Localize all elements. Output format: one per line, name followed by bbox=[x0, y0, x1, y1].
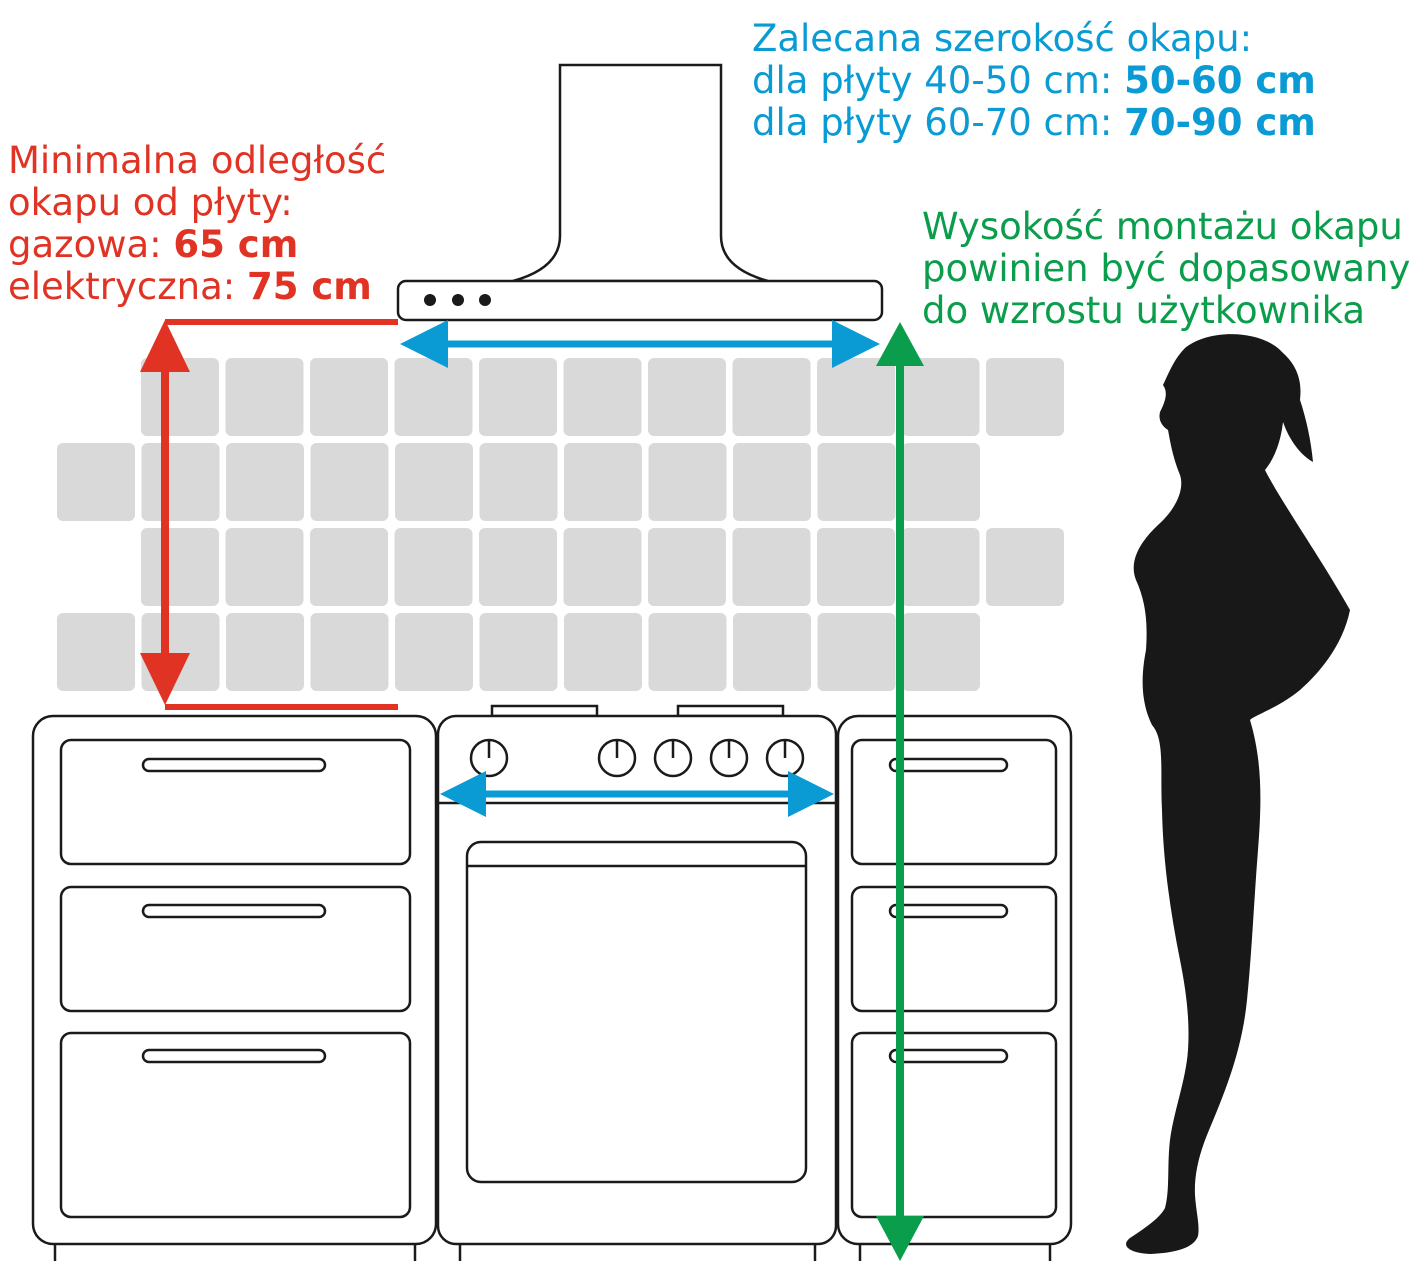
wall-tile bbox=[817, 613, 896, 691]
wall-tile bbox=[986, 358, 1064, 436]
wall-tile bbox=[395, 613, 473, 691]
wall-tile bbox=[394, 358, 473, 436]
wall-tile bbox=[563, 358, 642, 436]
hood-width-label: Zalecana szerokość okapu: dla płyty 40-5… bbox=[752, 18, 1316, 144]
wall-tile bbox=[648, 358, 726, 436]
drawer-handle bbox=[888, 757, 1009, 773]
large-hob-label: dla płyty 60-70 cm: bbox=[752, 101, 1125, 144]
wall-tile bbox=[479, 358, 557, 436]
wall-tile bbox=[141, 443, 220, 521]
wall-tile bbox=[226, 613, 304, 691]
hood-chimney bbox=[512, 63, 769, 283]
wall-tile bbox=[901, 528, 980, 606]
wall-tile bbox=[141, 528, 219, 606]
wall-tile bbox=[817, 358, 895, 436]
drawer-handle bbox=[141, 903, 327, 919]
arrow-up-icon bbox=[140, 320, 190, 372]
hood-distance-indicator bbox=[140, 319, 398, 710]
wall-tile bbox=[732, 358, 811, 436]
drawer-handle bbox=[141, 757, 327, 773]
pot-support bbox=[676, 704, 785, 718]
kitchen-cabinets bbox=[31, 704, 1073, 1261]
drawer-handle bbox=[141, 1048, 327, 1064]
wall-tile bbox=[902, 613, 980, 691]
drawer-handle bbox=[888, 1048, 1009, 1064]
wall-tile bbox=[479, 613, 558, 691]
wall-tile bbox=[395, 443, 473, 521]
arrow-right-icon bbox=[788, 771, 834, 817]
gas-row: gazowa: 65 cm bbox=[8, 224, 386, 266]
hood-distance-label: Minimalna odległość okapu od płyty: gazo… bbox=[8, 140, 386, 308]
hood-canopy bbox=[396, 279, 884, 322]
small-hob-row: dla płyty 40-50 cm: 50-60 cm bbox=[752, 60, 1316, 102]
mount-height-label: Wysokość montażu okapu powinien być dopa… bbox=[922, 206, 1410, 332]
cabinet-drawer bbox=[59, 1031, 412, 1219]
wall-tile bbox=[225, 358, 304, 436]
electric-label: elektryczna: bbox=[8, 265, 247, 308]
arrow-down-icon bbox=[140, 653, 190, 705]
mount-height-line-2: powinien być dopasowany bbox=[922, 247, 1411, 290]
pot-support bbox=[490, 704, 599, 718]
wall-tile bbox=[733, 443, 811, 521]
wall-tile bbox=[226, 443, 304, 521]
wall-tile bbox=[57, 613, 135, 691]
oven-door bbox=[465, 840, 808, 1184]
wall-tile bbox=[648, 443, 727, 521]
wall-tile bbox=[564, 613, 642, 691]
gas-value: 65 cm bbox=[173, 223, 299, 266]
arrow-left-icon bbox=[440, 771, 486, 817]
wall-tile bbox=[817, 443, 896, 521]
electric-row: elektryczna: 75 cm bbox=[8, 266, 386, 308]
wall-tile bbox=[648, 613, 727, 691]
wall-tile bbox=[225, 528, 304, 606]
arrow-down-icon bbox=[876, 1216, 924, 1261]
wall-tile bbox=[479, 443, 558, 521]
large-hob-value: 70-90 cm bbox=[1124, 101, 1316, 144]
electric-value: 75 cm bbox=[246, 265, 372, 308]
large-hob-row: dla płyty 60-70 cm: 70-90 cm bbox=[752, 102, 1316, 144]
hob-width-indicator bbox=[440, 771, 834, 817]
gas-label: gazowa: bbox=[8, 223, 174, 266]
wall-tile bbox=[141, 358, 219, 436]
wall-tile bbox=[732, 528, 811, 606]
wall-tile bbox=[817, 528, 895, 606]
mount-height-line-1: Wysokość montażu okapu bbox=[922, 205, 1403, 248]
arrow-left-icon bbox=[400, 320, 448, 368]
hood-width-line-1: Zalecana szerokość okapu: bbox=[752, 17, 1253, 60]
wall-tile bbox=[564, 443, 642, 521]
wall-tile bbox=[479, 528, 557, 606]
hood-distance-line-1: Minimalna odległość bbox=[8, 139, 387, 182]
arrow-up-icon bbox=[876, 322, 924, 366]
wall-tile bbox=[310, 528, 388, 606]
wall-tile bbox=[901, 358, 980, 436]
wall-tile bbox=[310, 443, 389, 521]
woman-silhouette bbox=[1126, 334, 1350, 1254]
wall-tile bbox=[310, 358, 388, 436]
wall-tiles bbox=[57, 358, 1064, 691]
hood-button-icon bbox=[479, 294, 491, 306]
hood-width-indicator bbox=[400, 320, 880, 368]
small-hob-value: 50-60 cm bbox=[1124, 59, 1316, 102]
small-hob-label: dla płyty 40-50 cm: bbox=[752, 59, 1125, 102]
stove-knobs bbox=[469, 738, 805, 778]
wall-tile bbox=[563, 528, 642, 606]
hood-button-icon bbox=[424, 294, 436, 306]
wall-tile bbox=[394, 528, 473, 606]
wall-tile bbox=[902, 443, 980, 521]
wall-tile bbox=[57, 443, 135, 521]
mount-height-indicator bbox=[876, 322, 924, 1261]
wall-tile bbox=[986, 528, 1064, 606]
wall-tile bbox=[648, 528, 726, 606]
drawer-handle bbox=[888, 903, 1009, 919]
hood-button-icon bbox=[452, 294, 464, 306]
mount-height-line-3: do wzrostu użytkownika bbox=[922, 289, 1366, 332]
arrow-right-icon bbox=[832, 320, 880, 368]
wall-tile bbox=[733, 613, 811, 691]
range-hood bbox=[396, 63, 884, 322]
hood-distance-line-2: okapu od płyty: bbox=[8, 181, 293, 224]
wall-tile bbox=[310, 613, 389, 691]
